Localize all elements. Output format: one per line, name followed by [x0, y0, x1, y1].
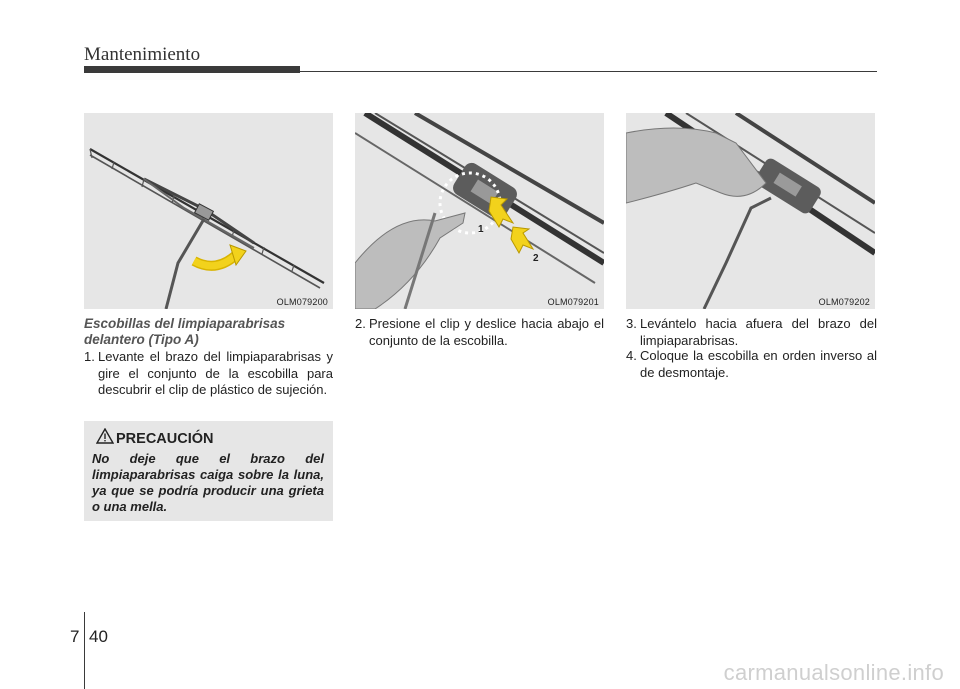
warning-triangle-icon: [96, 428, 114, 444]
step-text: Levante el brazo del limpiaparabrisas y …: [98, 349, 333, 397]
callout-2: 2: [533, 253, 539, 264]
step-text: Levántelo hacia afuera del brazo del lim…: [640, 316, 877, 348]
figure-wiper-remove: OLM079202: [626, 113, 875, 309]
step-3: 3. Levántelo hacia afuera del brazo del …: [626, 316, 877, 349]
step-1: 1. Levante el brazo del limpiaparabrisas…: [84, 349, 333, 399]
caution-text: No deje que el brazo del limpiaparabrisa…: [92, 451, 324, 514]
caution-box: PRECAUCIÓN No deje que el brazo del limp…: [84, 421, 333, 521]
wiper-remove-illustration: [626, 113, 875, 309]
callout-1: 1: [478, 224, 484, 235]
step-number: 3.: [626, 316, 637, 331]
figure-code: OLM079201: [545, 297, 601, 307]
header-rule: [300, 71, 877, 72]
caution-title: PRECAUCIÓN: [116, 431, 214, 447]
step-number: 4.: [626, 348, 637, 363]
page-number: 40: [89, 627, 108, 646]
subtitle-wiper-blades: Escobillas del limpiaparabrisas delanter…: [84, 316, 286, 347]
footer-divider: [84, 612, 85, 689]
figure-code: OLM079202: [816, 297, 872, 307]
figure-code: OLM079200: [274, 297, 330, 307]
step-number: 2.: [355, 316, 366, 331]
section-title: Mantenimiento: [84, 44, 201, 65]
figure-wiper-clip-press: 1 2 OLM079201: [355, 113, 604, 309]
watermark: carmanualsonline.info: [723, 660, 944, 685]
step-2: 2. Presione el clip y deslice hacia abaj…: [355, 316, 604, 349]
header-bar: [84, 66, 300, 73]
wiper-clip-press-illustration: 1 2: [355, 113, 604, 309]
figure-wiper-rotate: OLM079200: [84, 113, 333, 309]
step-text: Presione el clip y deslice hacia abajo e…: [369, 316, 604, 348]
step-number: 1.: [84, 349, 95, 364]
wiper-rotate-illustration: [89, 148, 325, 309]
step-text: Coloque la escobilla en orden inverso al…: [640, 348, 877, 380]
chapter-number: 7: [70, 627, 80, 646]
step-4: 4. Coloque la escobilla en orden inverso…: [626, 348, 877, 381]
